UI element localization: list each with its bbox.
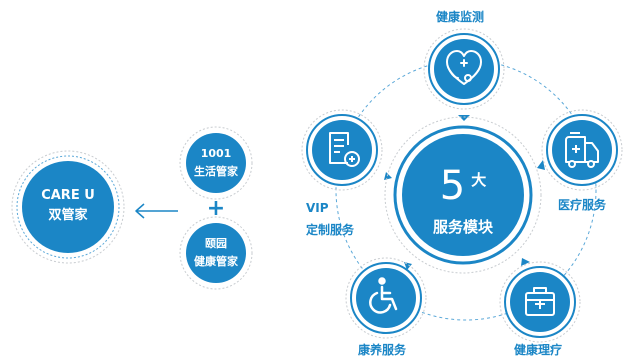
satellite-fill [312, 120, 372, 180]
satellite-fill [434, 39, 494, 99]
satellite-grey-ring [541, 109, 623, 191]
butler-bottom-line2: 健康管家 [194, 255, 238, 268]
butler-top-line1: 1001 [200, 147, 232, 160]
satellite-grey-ring [345, 257, 427, 339]
center-grey-ring [384, 116, 542, 274]
orbit-arrow [458, 115, 470, 121]
butler-top-line2: 生活管家 [194, 165, 238, 178]
center-number: 5 [439, 163, 466, 209]
orbit-arrow [521, 258, 530, 266]
care-u-line2: 双管家 [48, 208, 88, 223]
care-u-dashed-ring [16, 155, 120, 259]
orbit-arrow [404, 262, 412, 270]
ambulance-icon [565, 132, 599, 168]
care-u-line1: CARE U [41, 188, 95, 203]
module-label-care: 康养服务 [358, 343, 407, 357]
module-label-health-monitor: 健康监测 [436, 10, 485, 24]
care-u-circle [22, 161, 114, 253]
module-label-vip-line1: VIP [306, 201, 329, 215]
satellite-grey-ring [423, 28, 505, 110]
left-arrow [135, 203, 178, 219]
wheelchair-icon [369, 277, 398, 314]
butler-bottom-text: 颐园 健康管家 [186, 235, 246, 271]
butler-grey-ring [179, 126, 253, 200]
document-plus-icon [329, 132, 360, 167]
care-u-grey-ring [11, 150, 125, 264]
module-label-vip-line2: 定制服务 [306, 223, 355, 237]
butler-top-text: 1001 生活管家 [186, 145, 246, 181]
center-hub [402, 134, 524, 256]
orbit-arrow [537, 160, 545, 170]
butler-circle [186, 223, 246, 283]
module-label-medical: 医疗服务 [558, 198, 607, 212]
module-label-vip: VIP 定制服务 [306, 197, 354, 241]
satellite-fill [552, 120, 612, 180]
center-label: 服务模块 [432, 218, 493, 236]
module-label-physio: 健康理疗 [514, 343, 563, 357]
medical-kit-icon [525, 287, 555, 316]
butler-grey-ring [179, 216, 253, 290]
center-unit: 大 [471, 171, 487, 189]
orbit-arrow [384, 172, 392, 180]
satellite-grey-ring [499, 261, 581, 343]
plus-sign: + [206, 196, 226, 221]
care-u-text: CARE U 双管家 [22, 186, 114, 226]
satellite-grey-ring [301, 109, 383, 191]
butler-circle [186, 133, 246, 193]
butler-bottom-line1: 颐园 [205, 237, 227, 250]
heart-stethoscope-icon [446, 50, 482, 85]
